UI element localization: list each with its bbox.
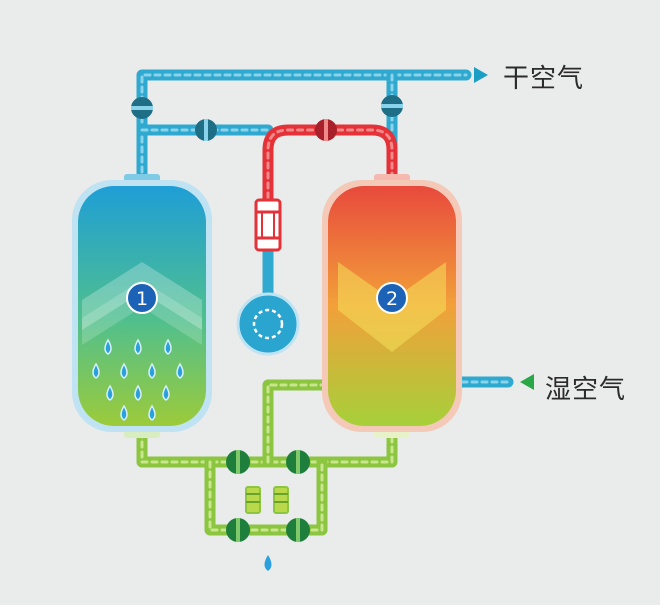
tower-2: 2 <box>322 174 462 438</box>
valve-drain-left <box>226 518 250 542</box>
wet-air-label: 湿空气 <box>545 375 627 405</box>
tower-1-badge <box>126 282 158 314</box>
valve-wet-left <box>226 450 250 474</box>
water-drops <box>92 338 184 421</box>
dry-air-arrow-icon <box>474 67 488 83</box>
heater <box>254 198 282 252</box>
valves <box>131 95 403 542</box>
valve-dry-left <box>131 97 153 119</box>
dry-air-label: 干空气 <box>503 64 585 94</box>
tower-1-number: 1 <box>136 288 148 310</box>
valve-dry-right <box>381 95 403 117</box>
silencers <box>245 486 289 514</box>
tower-2-number: 2 <box>386 288 398 310</box>
tower-1: 1 <box>72 174 212 438</box>
valve-wet-right <box>286 450 310 474</box>
drain-drop-icon <box>264 555 272 571</box>
wet-air-arrow-icon <box>520 374 534 390</box>
valve-purge <box>195 119 217 141</box>
valve-drain-right <box>286 518 310 542</box>
wet-air-piping <box>136 379 398 536</box>
tower-2-badge <box>376 282 408 314</box>
valve-hot <box>315 119 337 141</box>
blower <box>236 292 300 356</box>
